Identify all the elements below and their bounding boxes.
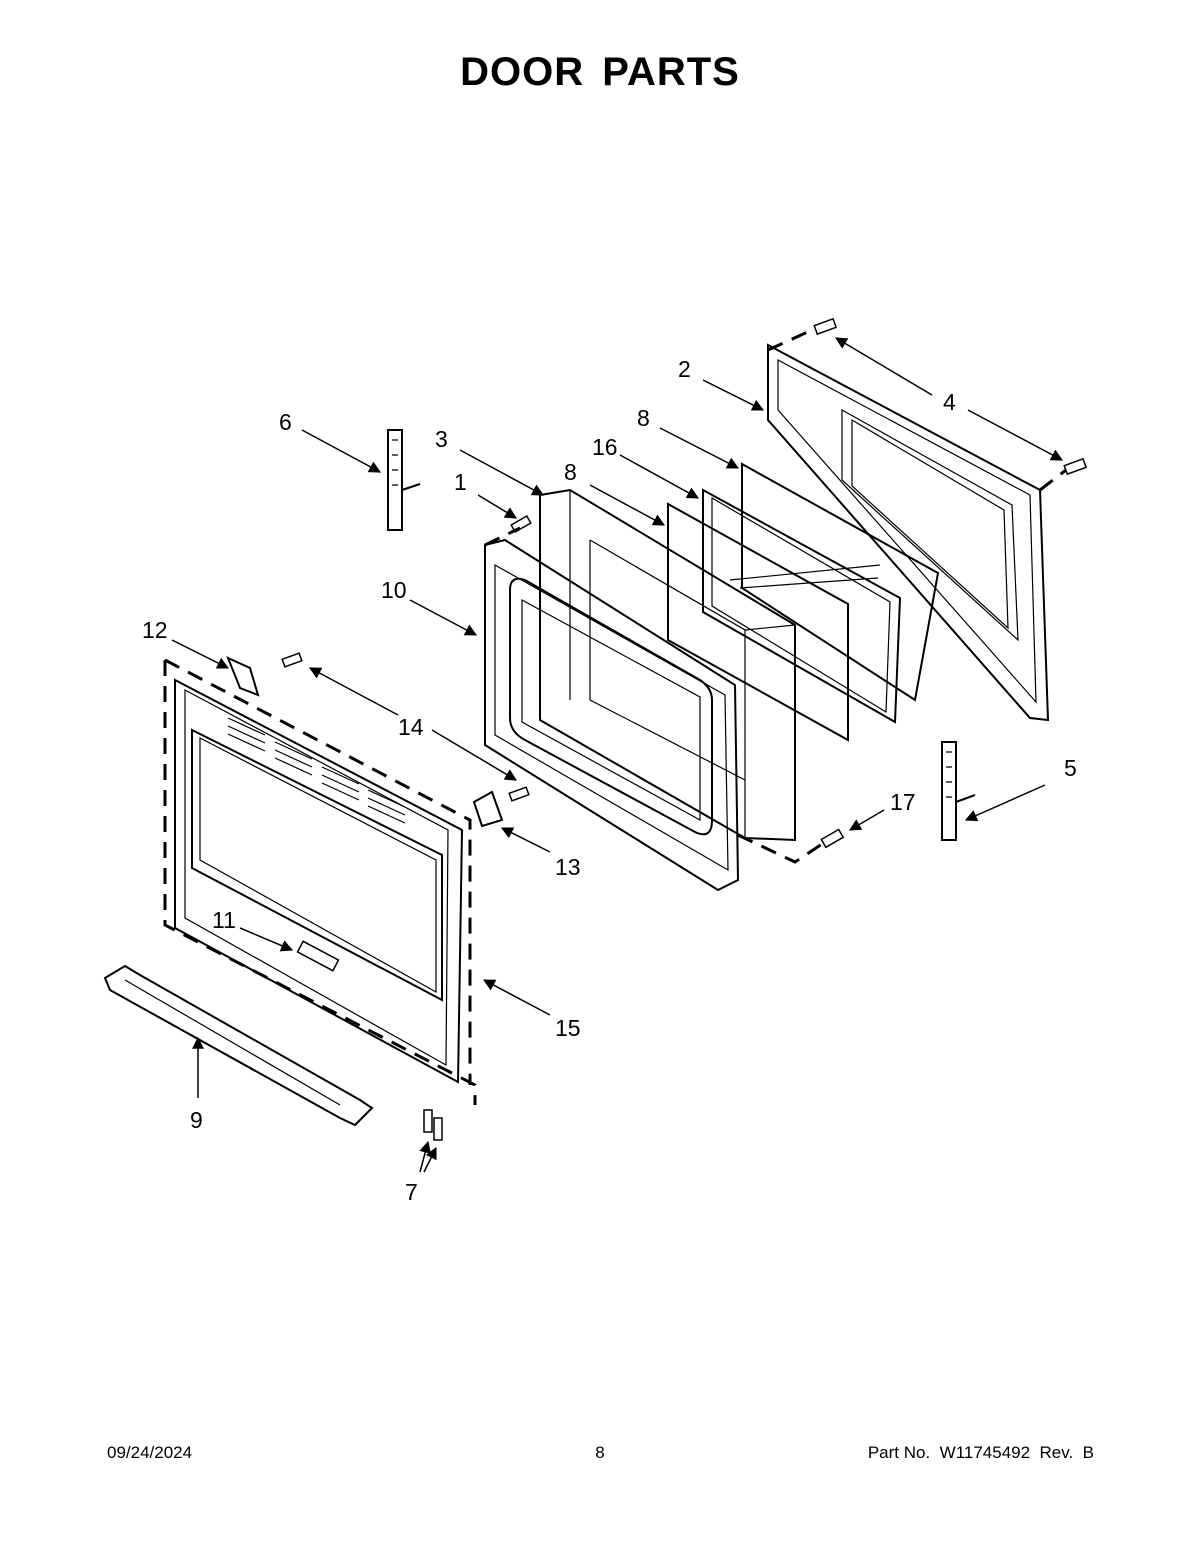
callout-14: 14: [398, 714, 424, 740]
leader-lines: [171, 337, 1064, 1173]
inner-door-panel: [767, 343, 1050, 722]
callout-16: 16: [592, 434, 618, 460]
bracket-right: [472, 790, 504, 828]
callout-8-rear: 8: [637, 405, 650, 431]
callout-11: 11: [212, 907, 236, 933]
page-title: DOOR PARTS: [460, 50, 740, 94]
callout-6: 6: [279, 409, 292, 435]
attach-line-3: [1039, 468, 1067, 492]
door-insulation: [539, 488, 796, 842]
hinge-right: [941, 741, 976, 841]
callout-8-front: 8: [564, 459, 577, 485]
footer-page-number: 8: [595, 1443, 605, 1462]
callout-5: 5: [1064, 755, 1077, 781]
outer-door-panel: [163, 658, 477, 1105]
door-liner: [484, 538, 740, 892]
callout-17: 17: [890, 789, 916, 815]
callout-12: 12: [142, 617, 168, 643]
callout-15: 15: [555, 1015, 581, 1041]
callout-1: 1: [454, 469, 467, 495]
bracket-left: [226, 656, 260, 697]
screws: [281, 317, 1088, 1141]
callout-4: 4: [943, 389, 956, 415]
attach-line-2: [767, 328, 813, 352]
callout-10: 10: [381, 577, 407, 603]
footer-part-number: Part No. W11745492 Rev. B: [867, 1443, 1094, 1462]
glass-pane-front: [667, 502, 849, 742]
attach-line-4: [737, 833, 823, 864]
callout-2: 2: [678, 356, 691, 382]
glass-pack-assembly: [702, 488, 902, 724]
door-handle: [103, 964, 374, 1127]
footer-date: 09/24/2024: [107, 1443, 193, 1462]
hinge-left: [387, 429, 421, 531]
attach-line-1: [484, 526, 521, 547]
callout-13: 13: [555, 854, 581, 880]
callout-7: 7: [405, 1179, 418, 1205]
callout-9: 9: [190, 1107, 203, 1133]
brand-badge: [296, 940, 340, 972]
vent-slots: [227, 717, 406, 824]
glass-pane-rear: [741, 462, 940, 702]
callout-3: 3: [435, 426, 448, 452]
